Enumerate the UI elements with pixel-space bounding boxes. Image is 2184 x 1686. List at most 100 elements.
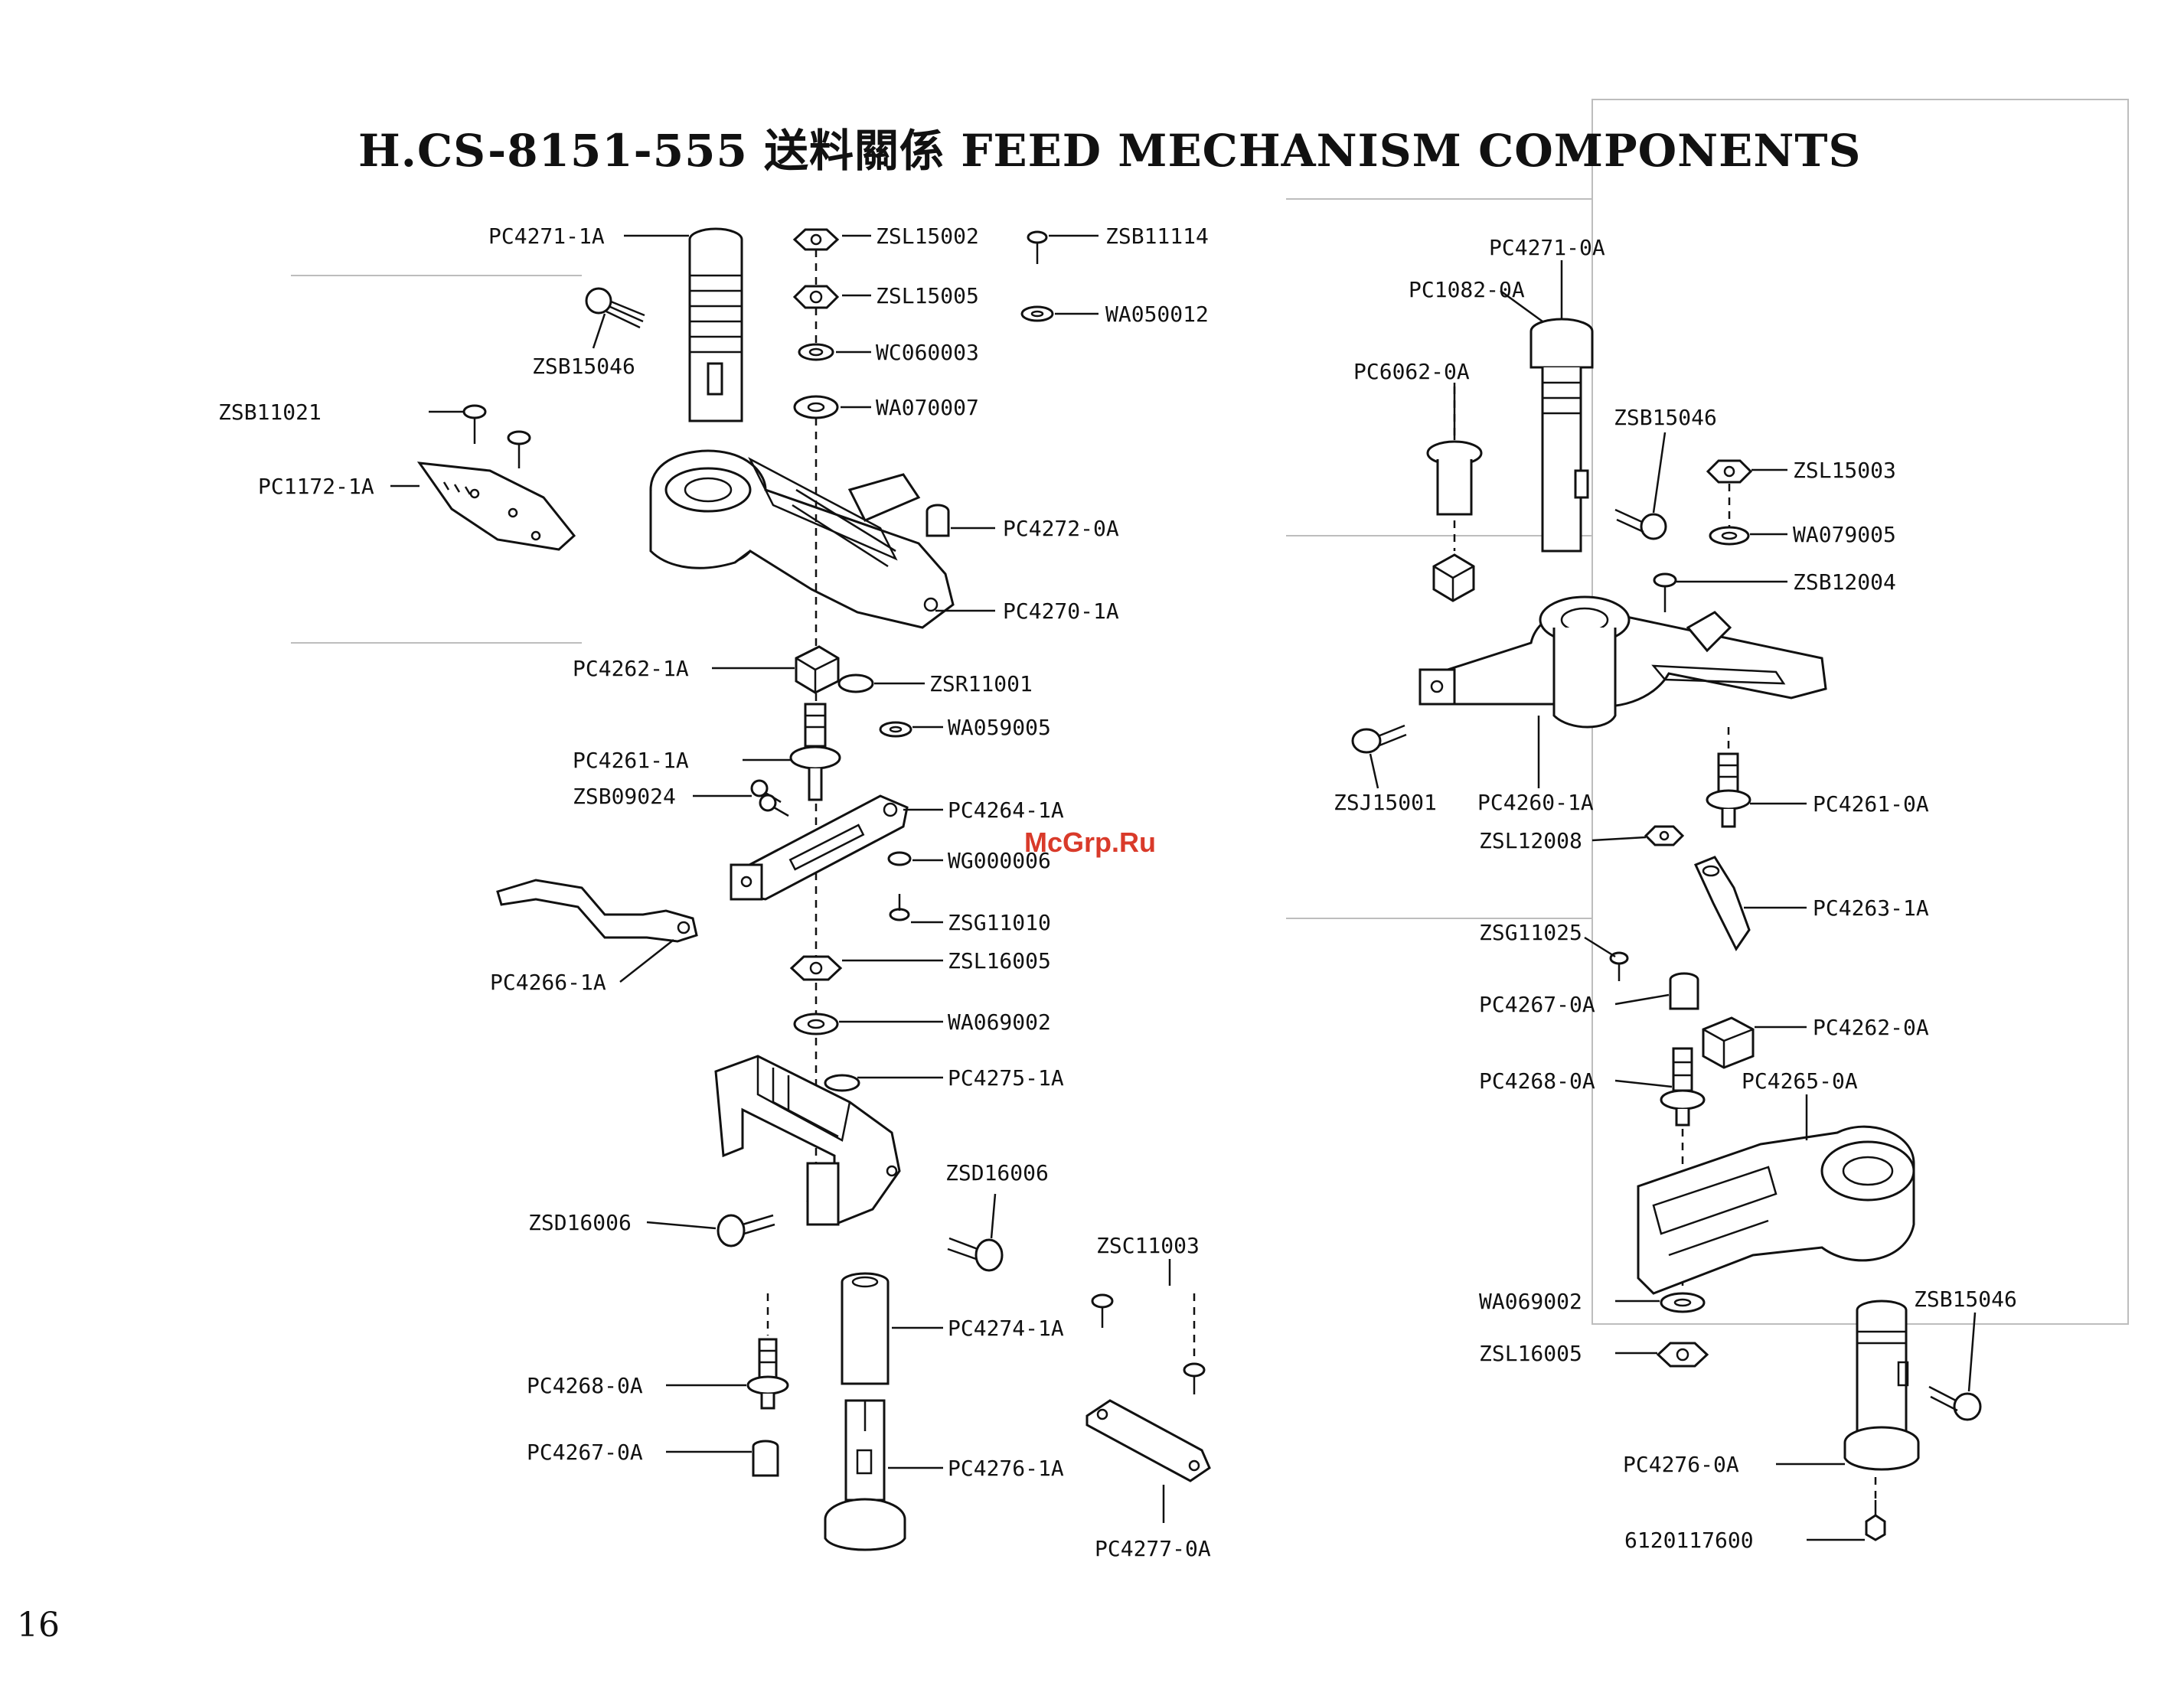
- part-wa050012: [1020, 305, 1054, 322]
- part-square-block-right: [1432, 553, 1475, 602]
- part-zsl16005-left: [789, 955, 843, 981]
- label: ZSD16006: [945, 1160, 1049, 1185]
- part-zsl15003: [1706, 459, 1753, 484]
- part-pc4264-1a: [730, 794, 909, 901]
- part-zsg11010: [889, 894, 910, 921]
- label: PC4268-0A: [527, 1373, 643, 1398]
- label: ZSL15002: [876, 223, 979, 249]
- part-pc4265-0a: [1637, 1125, 1915, 1295]
- part-zsd16006-b: [947, 1237, 1004, 1272]
- labels-left: PC4271-1A ZSB15046 ZSB11021 PC1172-1A ZS…: [218, 223, 1211, 1561]
- part-zsc11003: [1091, 1293, 1206, 1394]
- part-zsb12004: [1653, 572, 1677, 612]
- part-pc4268-0a-left: [746, 1338, 789, 1410]
- part-zsl16005-right: [1656, 1342, 1709, 1368]
- label: PC6062-0A: [1353, 359, 1470, 384]
- label: PC4276-1A: [948, 1456, 1064, 1481]
- label: PC4271-1A: [488, 223, 605, 249]
- label: ZSL16005: [948, 948, 1051, 973]
- label: ZSL15005: [876, 283, 979, 308]
- label: ZSD16006: [528, 1210, 632, 1235]
- part-zsb15046-left: [585, 287, 645, 329]
- label: PC4277-0A: [1095, 1536, 1211, 1561]
- label: ZSB15046: [532, 354, 635, 379]
- left-assembly: [416, 227, 1211, 1551]
- label: WA069002: [948, 1009, 1051, 1035]
- part-zsb09024: [750, 779, 789, 817]
- page-number: 16: [17, 1606, 60, 1645]
- label: PC4260-1A: [1477, 790, 1594, 815]
- part-wa059005: [879, 721, 912, 738]
- right-assembly: [1351, 318, 1982, 1541]
- label: PC4272-0A: [1003, 516, 1119, 541]
- labels-right: PC4271-0A PC1082-0A PC6062-0A ZSB15046 Z…: [1334, 235, 2017, 1553]
- part-pc4266-1a: [496, 879, 698, 943]
- part-zsb11114: [1027, 230, 1048, 264]
- label: ZSB11021: [218, 399, 322, 425]
- part-pc6062-0a: [1426, 440, 1483, 516]
- part-wc060003: [798, 343, 834, 361]
- part-pc4274-1a: [841, 1272, 890, 1385]
- part-pc4262-0a: [1702, 1016, 1755, 1069]
- part-zsr11001: [837, 673, 874, 693]
- label: WA079005: [1793, 522, 1896, 547]
- part-pc4277-0a: [1085, 1399, 1211, 1482]
- part-pc4262-1a: [795, 645, 840, 694]
- part-wa070007: [793, 395, 839, 419]
- label: WA050012: [1105, 302, 1209, 327]
- part-wa069002-right: [1660, 1292, 1706, 1313]
- label: ZSG11025: [1479, 920, 1582, 945]
- leader-lines-right: [1369, 260, 1977, 1541]
- part-pc4261-1a: [789, 703, 841, 801]
- part-zsb15046-right-bottom: [1928, 1385, 1982, 1421]
- label: WG000006: [948, 848, 1051, 873]
- label: PC4265-0A: [1742, 1068, 1858, 1094]
- part-pc4275-1a: [714, 1055, 901, 1226]
- part-zsj15001: [1351, 724, 1407, 754]
- label: PC1082-0A: [1409, 277, 1525, 302]
- label: WA059005: [948, 715, 1051, 740]
- label: PC4261-0A: [1813, 791, 1929, 817]
- label: PC4266-1A: [490, 970, 606, 995]
- label: ZSG11010: [948, 910, 1051, 935]
- label: WA070007: [876, 395, 979, 420]
- label: WA069002: [1479, 1289, 1582, 1314]
- label: ZSB15046: [1914, 1287, 2017, 1312]
- label: PC4264-1A: [948, 797, 1064, 823]
- part-wa069002-left: [793, 1013, 839, 1035]
- part-pc4267-0a-left: [752, 1440, 779, 1477]
- label: PC4262-0A: [1813, 1015, 1929, 1040]
- page-title: H.CS-8151-555 送料關係 FEED MECHANISM COMPON…: [358, 125, 1862, 177]
- part-zsg11025: [1609, 951, 1629, 981]
- label: ZSC11003: [1096, 1233, 1200, 1258]
- label: PC4270-1A: [1003, 598, 1119, 624]
- label: PC4274-1A: [948, 1316, 1064, 1341]
- label: WC060003: [876, 340, 979, 365]
- label: PC4263-1A: [1813, 895, 1929, 921]
- label: ZSB12004: [1793, 569, 1896, 595]
- part-pc4260-1a: [1418, 595, 1827, 729]
- part-wg000006: [887, 851, 912, 866]
- label: PC4262-1A: [573, 656, 689, 681]
- label: ZSL15003: [1793, 458, 1896, 483]
- part-pc4270-1a: [649, 449, 955, 629]
- label: PC4271-0A: [1489, 235, 1605, 260]
- label: ZSB09024: [573, 784, 676, 809]
- part-pc4261-0a: [1706, 752, 1751, 828]
- part-zsb11021: [462, 404, 531, 468]
- label: PC4267-0A: [1479, 992, 1595, 1017]
- label: PC4267-0A: [527, 1440, 643, 1465]
- label: PC1172-1A: [258, 474, 374, 499]
- label: ZSL12008: [1479, 828, 1582, 853]
- part-pc4276-1a: [824, 1399, 906, 1551]
- label: ZSJ15001: [1334, 790, 1437, 815]
- part-pc4267-0a-right: [1669, 972, 1699, 1010]
- part-pc4271-1a: [688, 227, 743, 422]
- part-pc4271-0a: [1529, 318, 1594, 553]
- part-pc4268-0a-right: [1660, 1047, 1706, 1127]
- label: PC4268-0A: [1479, 1068, 1595, 1094]
- part-pc4263-1a: [1693, 856, 1751, 951]
- label: ZSL16005: [1479, 1341, 1582, 1366]
